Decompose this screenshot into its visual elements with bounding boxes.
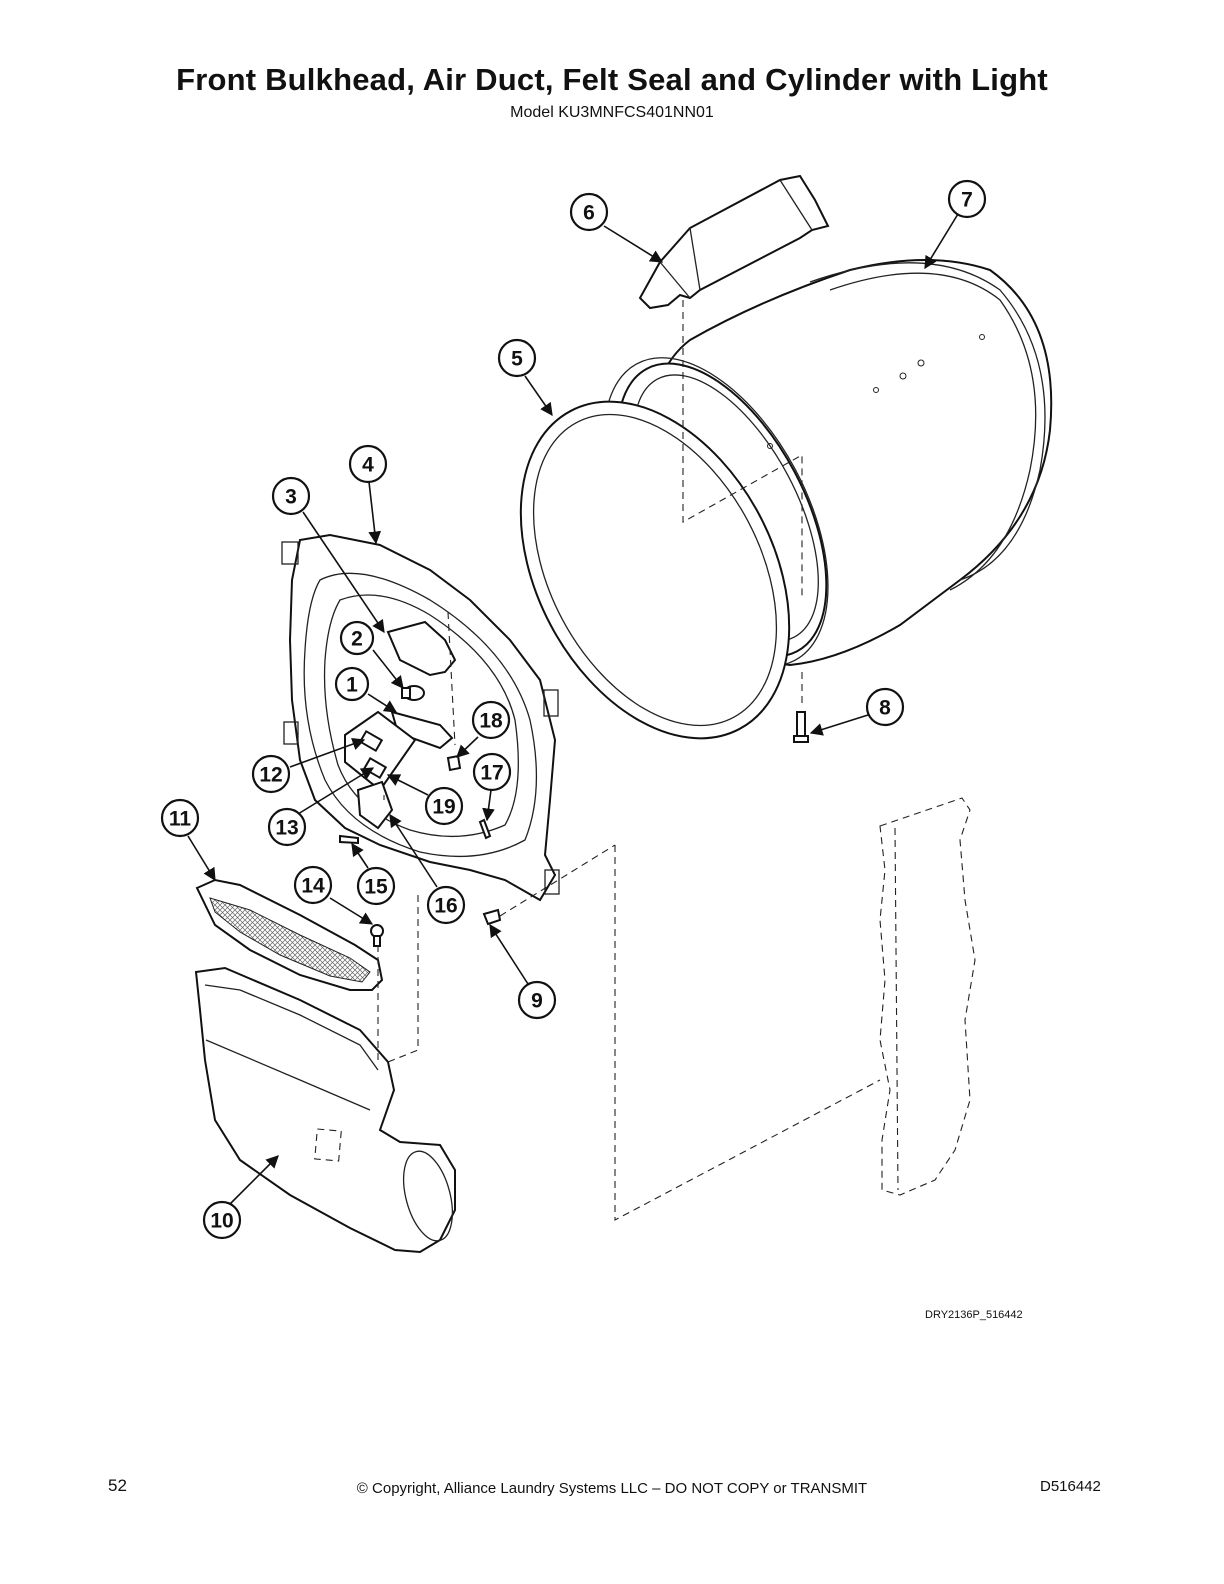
callout-17: 17 [472, 752, 512, 792]
document-id: D516442 [1040, 1478, 1101, 1495]
model-subtitle: Model KU3MNFCS401NN01 [510, 104, 714, 121]
svg-text:14: 14 [301, 875, 325, 898]
svg-text:16: 16 [434, 895, 457, 918]
svg-text:4: 4 [362, 454, 374, 477]
lint-filter-drawing [195, 878, 384, 991]
callout-14: 14 [293, 865, 333, 905]
svg-text:8: 8 [879, 697, 891, 720]
svg-text:5: 5 [511, 348, 523, 371]
page-number: 52 [108, 1476, 127, 1495]
callout-12: 12 [251, 754, 291, 794]
callout-3: 3 [271, 476, 311, 516]
svg-text:17: 17 [480, 762, 503, 785]
svg-text:6: 6 [583, 202, 595, 225]
svg-text:12: 12 [259, 764, 282, 787]
callout-19: 19 [424, 786, 464, 826]
svg-text:19: 19 [432, 796, 455, 819]
felt-seal-drawing [519, 400, 791, 740]
svg-text:3: 3 [285, 486, 297, 509]
callout-18: 18 [471, 700, 511, 740]
callout-6: 6 [569, 192, 609, 232]
callout-5: 5 [497, 338, 537, 378]
copyright-notice: © Copyright, Alliance Laundry Systems LL… [356, 1480, 868, 1497]
callout-4: 4 [348, 444, 388, 484]
callout-2: 2 [339, 620, 375, 656]
cylinder-screw-drawing [793, 711, 809, 743]
callout-16: 16 [426, 885, 466, 925]
svg-text:10: 10 [210, 1210, 233, 1233]
cabinet-outline-drawing [879, 797, 976, 1196]
baffle-drawing [638, 174, 830, 310]
svg-text:15: 15 [364, 876, 388, 899]
svg-text:2: 2 [351, 628, 363, 651]
bulkhead-screw-drawing [482, 908, 502, 926]
svg-text:13: 13 [275, 817, 298, 840]
svg-text:9: 9 [531, 990, 543, 1013]
drawing-id: DRY2136P_516442 [925, 1309, 1023, 1321]
air-duct-drawing [194, 966, 456, 1254]
page-title: Front Bulkhead, Air Duct, Felt Seal and … [176, 62, 1048, 97]
svg-text:18: 18 [479, 710, 503, 733]
callout-11: 11 [160, 798, 200, 838]
callout-1: 1 [334, 666, 370, 702]
front-bulkhead-drawing [281, 533, 560, 902]
callout-15: 15 [356, 866, 396, 906]
callout-13: 13 [267, 807, 307, 847]
screws-drawing [339, 754, 492, 845]
callout-10: 10 [202, 1200, 242, 1240]
svg-text:7: 7 [961, 189, 973, 212]
svg-text:11: 11 [169, 808, 192, 831]
switch-bracket-drawing [356, 780, 394, 830]
assembly-dashed-lines [377, 300, 881, 1221]
callout-leaders [187, 213, 959, 1205]
light-housing-drawing [386, 620, 457, 677]
filter-screw-drawing [370, 924, 384, 947]
callout-9: 9 [517, 980, 557, 1020]
bulb-drawing [401, 685, 425, 701]
svg-text:1: 1 [346, 674, 358, 697]
callout-7: 7 [947, 179, 987, 219]
callout-8: 8 [865, 687, 905, 727]
